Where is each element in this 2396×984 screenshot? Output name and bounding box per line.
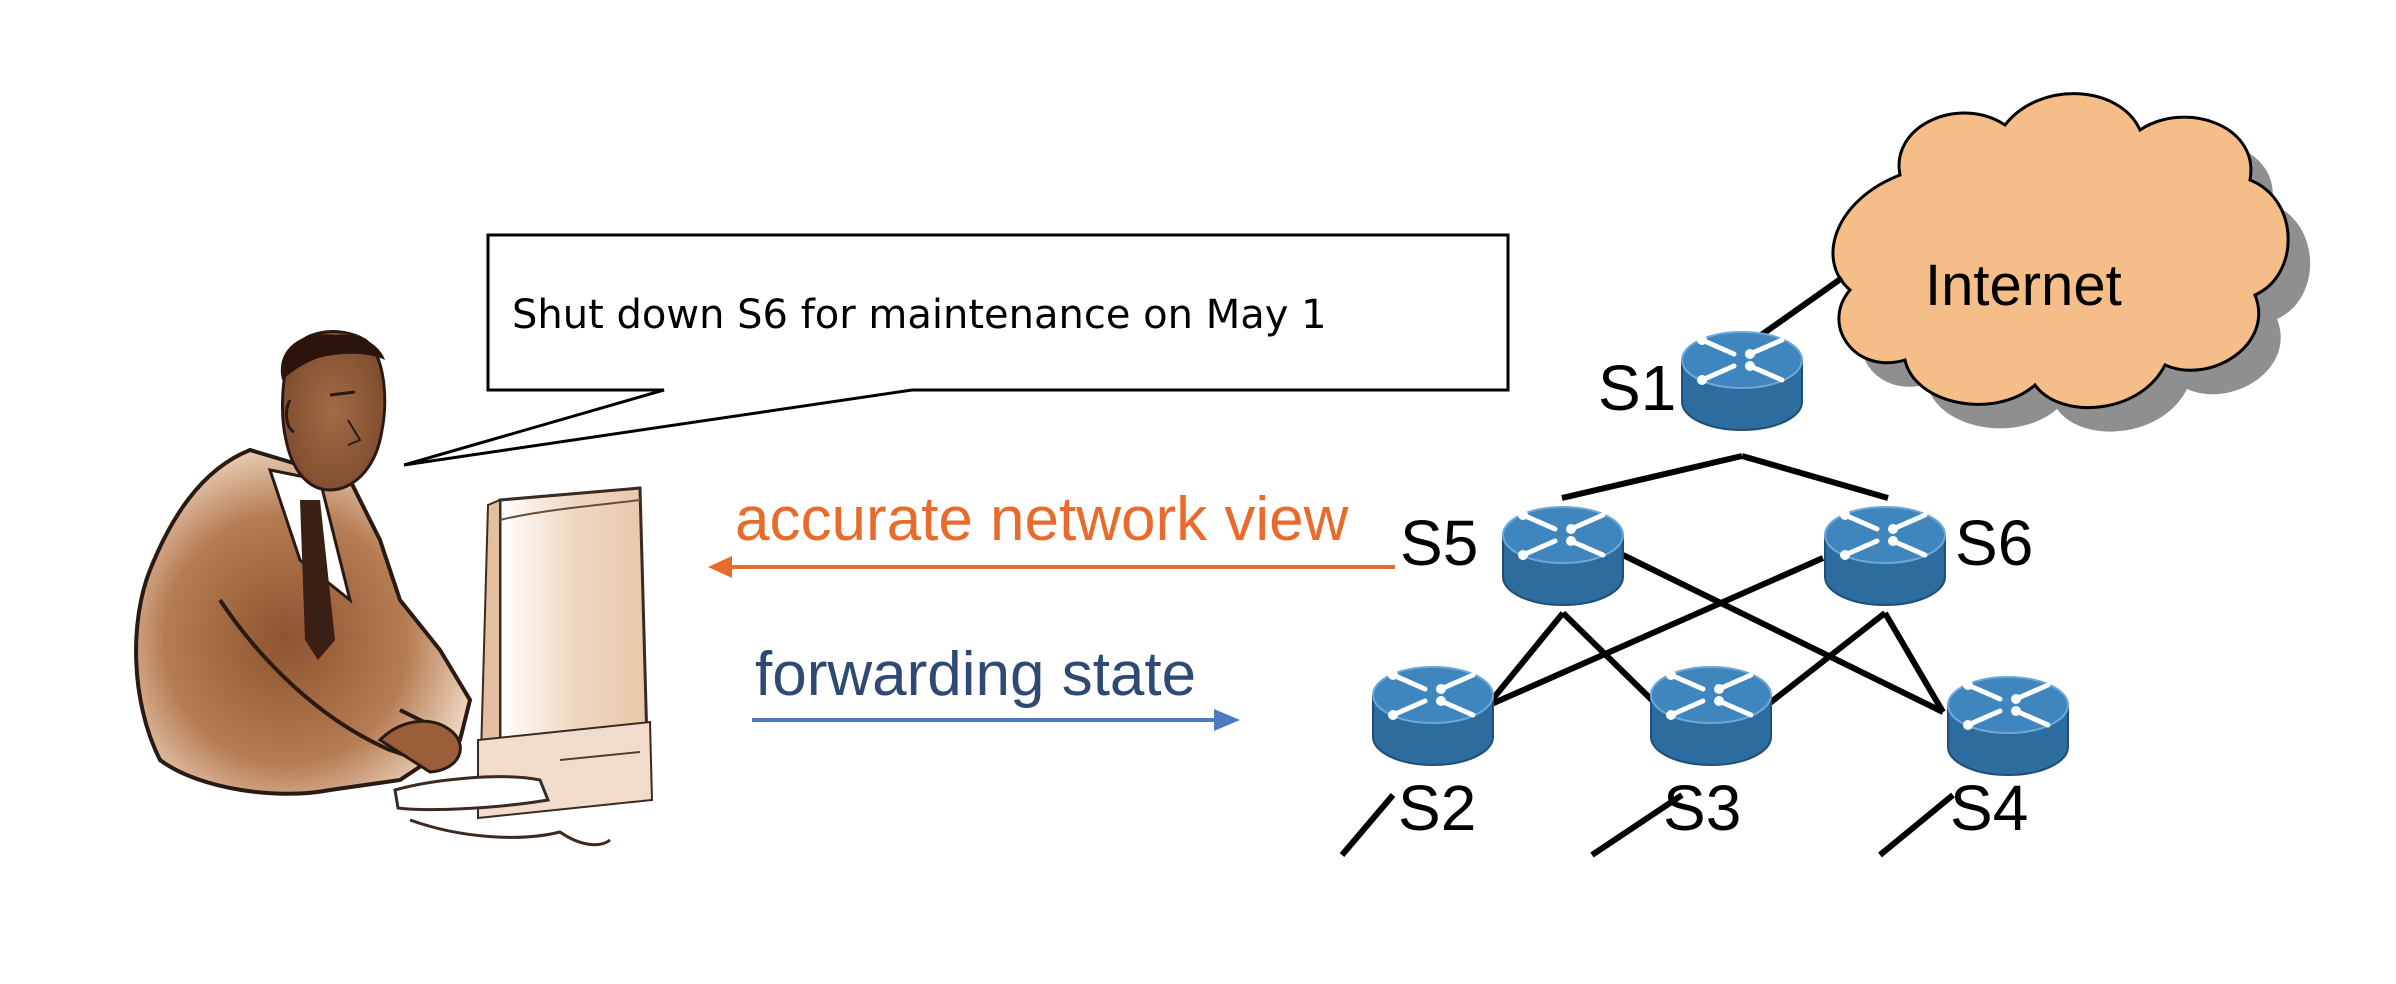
router-arrowhead bbox=[1697, 375, 1707, 385]
router-arrowhead bbox=[1840, 550, 1850, 560]
switch-label-s4: S4 bbox=[1950, 772, 2028, 844]
internet-cloud: Internet bbox=[1831, 92, 2311, 432]
router-arrowhead bbox=[1714, 684, 1724, 694]
router-arrowhead bbox=[1963, 680, 1973, 690]
callout-text: Shut down S6 for maintenance on May 1 bbox=[512, 292, 1327, 338]
speech-callout: Shut down S6 for maintenance on May 1 bbox=[403, 233, 1510, 467]
link-s6-s2 bbox=[1485, 555, 1825, 709]
router-arrow bbox=[1965, 708, 2003, 728]
router-arrowhead bbox=[1566, 524, 1576, 534]
router-arrowhead bbox=[1388, 670, 1398, 680]
router-arrowhead bbox=[1714, 696, 1724, 706]
router-arrow bbox=[1716, 698, 1754, 718]
keyboard-icon bbox=[393, 775, 551, 812]
router-arrow bbox=[1668, 698, 1706, 718]
link-s5-s2 bbox=[1484, 611, 1566, 708]
router-icon-s5 bbox=[1502, 506, 1624, 606]
router-arrow bbox=[1390, 698, 1428, 718]
network-links bbox=[1339, 275, 1955, 858]
router-arrow bbox=[1842, 538, 1880, 558]
operator-illustration bbox=[134, 330, 654, 847]
router-arrow bbox=[1568, 512, 1606, 532]
switch-label-s2: S2 bbox=[1398, 772, 1476, 844]
router-arrow bbox=[1699, 337, 1737, 357]
router-arrow bbox=[1520, 538, 1558, 558]
switch-label-s1: S1 bbox=[1598, 352, 1676, 424]
switch-labels: S1 S5 S6 S2 S3 S4 bbox=[1398, 352, 2033, 844]
router-arrowhead bbox=[1745, 361, 1755, 371]
operator-head bbox=[280, 330, 387, 492]
router-arrowhead bbox=[1436, 684, 1446, 694]
switch-label-s5: S5 bbox=[1400, 507, 1478, 579]
router-arrowhead bbox=[1518, 510, 1528, 520]
router-icon-s3 bbox=[1650, 666, 1772, 766]
computer-monitor-icon bbox=[477, 486, 654, 820]
network-view-arrowhead bbox=[708, 556, 732, 578]
switch-label-s6: S6 bbox=[1955, 507, 2033, 579]
router-arrowhead bbox=[1963, 720, 1973, 730]
router-arrow bbox=[1716, 672, 1754, 692]
link-s3-downstream bbox=[1590, 792, 1684, 858]
router-arrow bbox=[1668, 672, 1706, 692]
router-arrow bbox=[1390, 672, 1428, 692]
router-arrowhead bbox=[1388, 710, 1398, 720]
internet-label: Internet bbox=[1925, 253, 2122, 318]
router-arrowhead bbox=[1697, 335, 1707, 345]
router-arrowhead bbox=[1666, 710, 1676, 720]
router-arrowhead bbox=[1888, 524, 1898, 534]
link-s6-s3 bbox=[1764, 610, 1887, 709]
network-view-label: accurate network view bbox=[735, 485, 1349, 554]
router-icon-s6 bbox=[1824, 506, 1946, 606]
router-arrowhead bbox=[2011, 694, 2021, 704]
router-arrow bbox=[1747, 363, 1785, 383]
link-s5-s4 bbox=[1621, 552, 1945, 715]
router-arrow bbox=[1438, 698, 1476, 718]
router-arrow bbox=[2013, 708, 2051, 728]
flow-network-view: accurate network view bbox=[708, 485, 1395, 578]
link-s2-downstream bbox=[1339, 793, 1396, 857]
forwarding-state-label: forwarding state bbox=[755, 640, 1196, 709]
link-s4-downstream bbox=[1878, 792, 1955, 858]
router-icon-s1 bbox=[1681, 331, 1803, 431]
router-icon-s4 bbox=[1947, 676, 2069, 776]
router-arrowhead bbox=[1436, 696, 1446, 706]
router-arrowhead bbox=[2011, 706, 2021, 716]
router-arrow bbox=[2013, 682, 2051, 702]
router-arrowhead bbox=[1666, 670, 1676, 680]
flow-forwarding-state: forwarding state bbox=[752, 640, 1240, 731]
switches bbox=[1372, 331, 2069, 776]
router-arrowhead bbox=[1566, 536, 1576, 546]
router-arrow bbox=[1747, 337, 1785, 357]
router-arrowhead bbox=[1518, 550, 1528, 560]
link-s5-s3 bbox=[1560, 610, 1661, 709]
router-arrow bbox=[1965, 682, 2003, 702]
router-icon-s2 bbox=[1372, 666, 1494, 766]
link-s1-s5 bbox=[1561, 453, 1743, 501]
operator-body bbox=[134, 447, 473, 796]
router-arrow bbox=[1842, 512, 1880, 532]
switch-label-s3: S3 bbox=[1663, 772, 1741, 844]
forwarding-state-arrowhead bbox=[1214, 709, 1240, 731]
router-arrow bbox=[1520, 512, 1558, 532]
router-arrow bbox=[1438, 672, 1476, 692]
link-s1-s6 bbox=[1741, 453, 1889, 501]
router-arrow bbox=[1568, 538, 1606, 558]
link-s6-s4 bbox=[1882, 611, 1946, 714]
router-arrow bbox=[1890, 512, 1928, 532]
router-arrowhead bbox=[1888, 536, 1898, 546]
router-arrow bbox=[1890, 538, 1928, 558]
router-arrowhead bbox=[1745, 349, 1755, 359]
router-arrow bbox=[1699, 363, 1737, 383]
router-arrowhead bbox=[1840, 510, 1850, 520]
